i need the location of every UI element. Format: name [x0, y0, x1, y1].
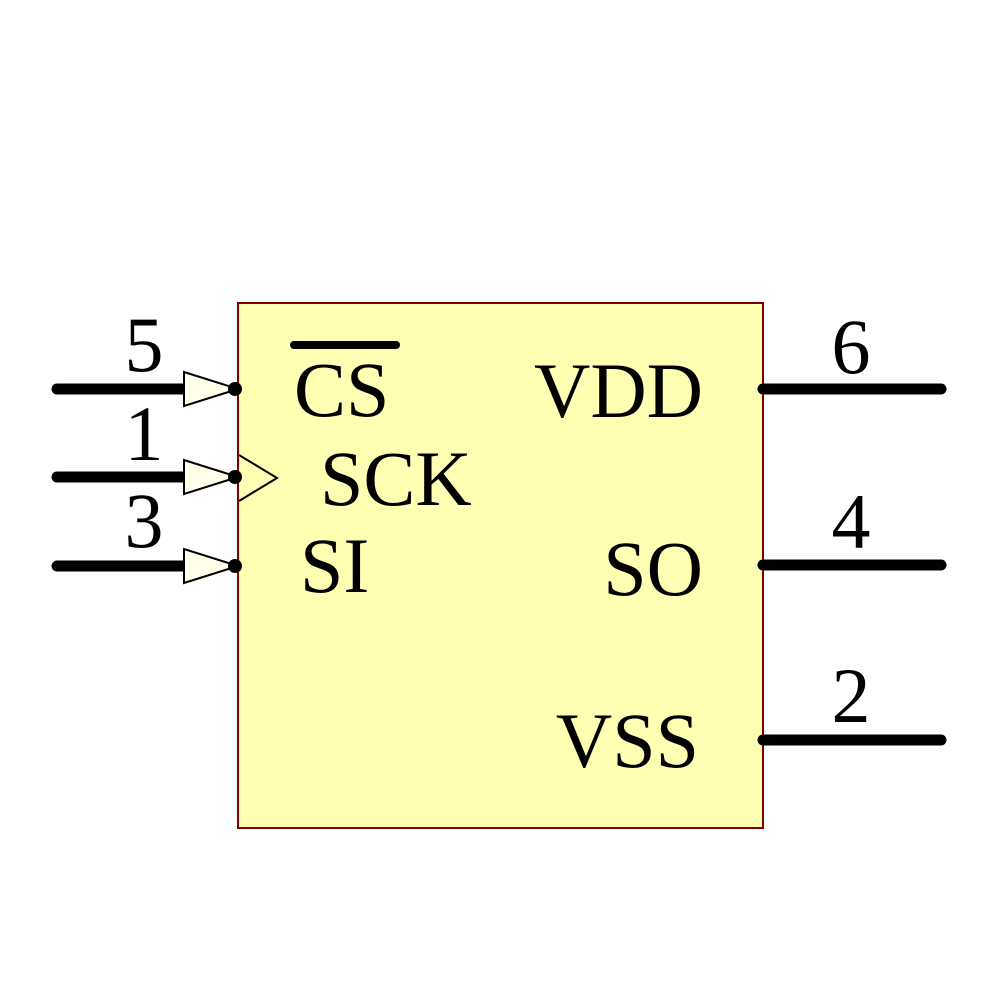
- pin-vdd-label: VDD: [534, 347, 703, 434]
- pin-sck-label: SCK: [320, 435, 472, 522]
- input-arrow-icon: [183, 370, 242, 408]
- pin-tip-dot: [228, 559, 242, 573]
- pin-sck: 1 SCK: [51, 390, 472, 522]
- pin-si-label: SI: [300, 522, 369, 609]
- pin-vdd-number: 6: [832, 303, 871, 390]
- pin-so: 4 SO: [603, 478, 947, 612]
- pin-vss-label: VSS: [556, 697, 699, 784]
- pin-so-label: SO: [603, 525, 703, 612]
- input-arrow-icon: [183, 547, 242, 585]
- pin-cs-label: CS: [294, 346, 389, 433]
- pin-tip-dot: [228, 382, 242, 396]
- pin-cs-number: 5: [125, 301, 164, 388]
- pin-vdd: 6 VDD: [534, 303, 947, 434]
- pin-sck-number: 1: [125, 390, 164, 477]
- clock-chevron-icon: [238, 454, 279, 502]
- pin-so-number: 4: [832, 478, 871, 565]
- input-arrow-icon: [183, 458, 242, 496]
- pin-cs: 5 CS: [51, 301, 400, 433]
- pin-tip-dot: [228, 470, 242, 484]
- pin-si-number: 3: [125, 477, 164, 564]
- pin-vss: 2 VSS: [556, 652, 947, 784]
- component-body[interactable]: [237, 302, 764, 829]
- pin-si: 3 SI: [51, 477, 369, 609]
- pin-vss-number: 2: [832, 652, 871, 739]
